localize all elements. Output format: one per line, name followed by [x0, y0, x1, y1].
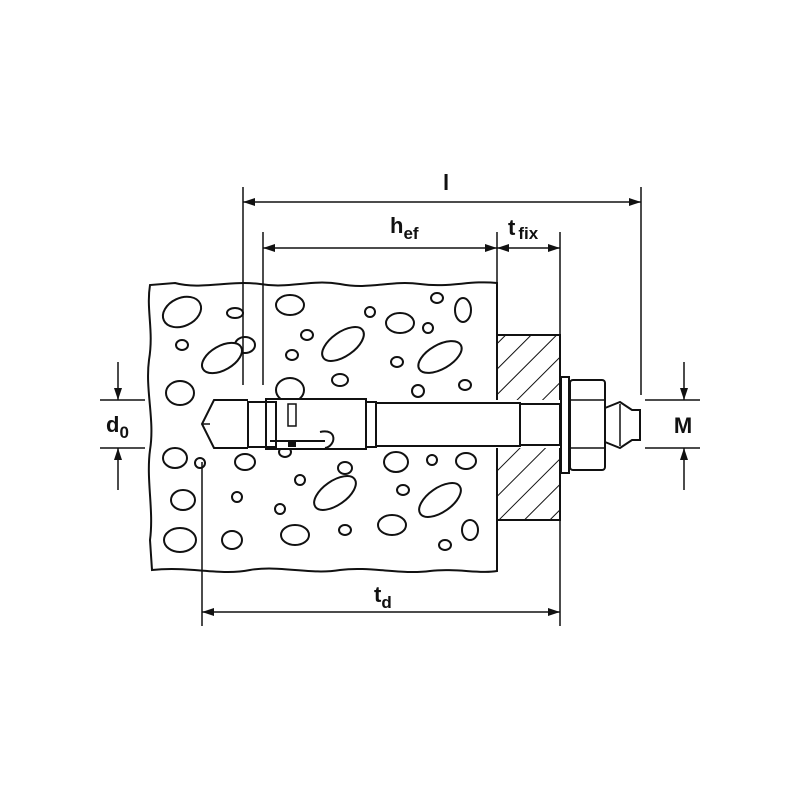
dimension-length: l: [242, 170, 642, 395]
label-m: M: [674, 413, 692, 438]
label-fix: fix: [518, 224, 538, 243]
label-l: l: [443, 170, 449, 195]
dimension-drill-diameter: d0: [100, 362, 145, 490]
svg-text:td: td: [374, 582, 392, 612]
label-0: 0: [119, 423, 128, 442]
label-t: t: [374, 582, 382, 607]
label-h: h: [390, 213, 403, 238]
label-d-sub: d: [381, 593, 391, 612]
dimension-thread: M: [645, 362, 700, 490]
concrete-block: [147, 281, 498, 574]
label-t-fix: t: [508, 215, 516, 240]
label-d: d: [106, 412, 119, 437]
aggregate-stones: [161, 292, 479, 553]
svg-text:hef: hef: [390, 213, 419, 243]
svg-text:d0: d0: [106, 412, 129, 442]
label-ef: ef: [403, 224, 418, 243]
dimension-drill-depth: td: [201, 462, 561, 626]
anchor-bolt: [200, 376, 641, 474]
